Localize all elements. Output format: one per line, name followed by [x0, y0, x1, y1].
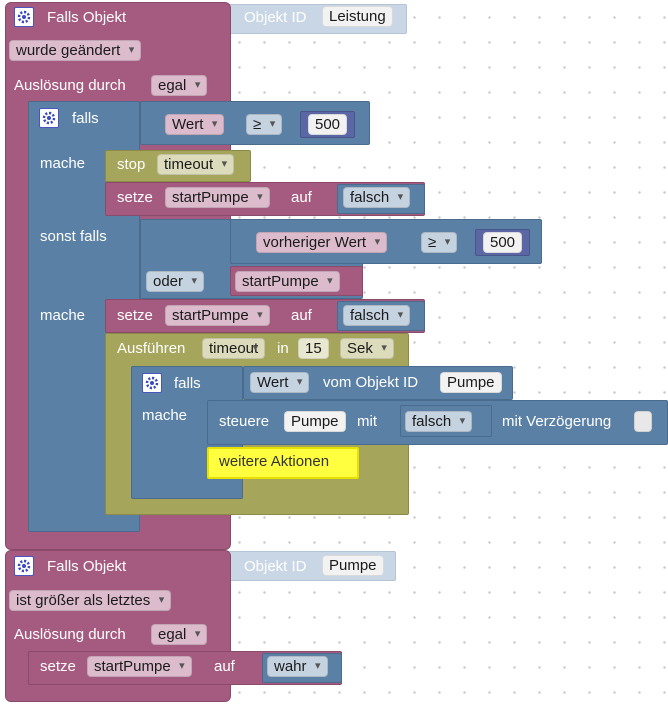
stop-label: stop [117, 156, 146, 173]
variable-dropdown[interactable]: startPumpe [165, 187, 270, 208]
if-label-2: falls [174, 375, 201, 392]
previous-value-dropdown[interactable]: vorheriger Wert [256, 232, 388, 253]
condition-dropdown[interactable]: wurde geändert [9, 40, 142, 61]
variable-dropdown-cond[interactable]: startPumpe [235, 271, 340, 292]
condition-dropdown-2[interactable]: ist größer als letztes [9, 590, 172, 611]
set-label-2: setze [117, 307, 153, 324]
operator-dropdown-2[interactable]: ≥ [421, 232, 458, 253]
trigger-label: Auslösung durch [14, 77, 126, 94]
set-label: setze [117, 189, 153, 206]
boolean-dropdown-2[interactable]: falsch [343, 305, 411, 326]
gear-icon[interactable] [39, 108, 59, 128]
variable-dropdown-2[interactable]: startPumpe [165, 305, 270, 326]
stop-timeout-dropdown[interactable]: timeout [157, 154, 235, 175]
trigger-dropdown[interactable]: egal [151, 75, 208, 96]
to-label-3: auf [214, 658, 235, 675]
to-label: auf [291, 189, 312, 206]
operator-dropdown[interactable]: ≥ [246, 114, 283, 135]
gear-icon[interactable] [14, 7, 34, 27]
comment-label: weitere Aktionen [219, 453, 330, 470]
to-label-2: auf [291, 307, 312, 324]
do-label: mache [40, 155, 86, 172]
delay-checkbox[interactable] [634, 411, 652, 432]
variable-dropdown-3[interactable]: startPumpe [87, 656, 192, 677]
object-id-label-2: Objekt ID [244, 558, 307, 575]
set-label-3: setze [40, 658, 76, 675]
boolean-dropdown-4[interactable]: wahr [267, 656, 328, 677]
object-id-label: Objekt ID [244, 9, 307, 26]
comment-block[interactable] [207, 447, 359, 479]
logic-operator-dropdown[interactable]: oder [146, 271, 205, 292]
object-id-field-2[interactable]: Pumpe [440, 372, 502, 393]
timeout-amount-field[interactable]: 15 [298, 338, 329, 359]
else-if-label: sonst falls [40, 228, 107, 245]
do-label-2: mache [40, 307, 86, 324]
trigger-dropdown-2[interactable]: egal [151, 624, 208, 645]
control-label: steuere [219, 413, 270, 430]
trigger-label-2: Auslösung durch [14, 626, 126, 643]
object-id-field[interactable]: Leistung [322, 6, 393, 27]
control-target-field[interactable]: Pumpe [284, 411, 346, 432]
with-label: mit [357, 413, 377, 430]
number-field[interactable]: 500 [308, 114, 348, 135]
event-block-title: Falls Objekt [47, 9, 127, 26]
timeout-unit-dropdown[interactable]: Sek [340, 338, 394, 359]
boolean-dropdown[interactable]: falsch [343, 187, 411, 208]
if-label: falls [72, 110, 99, 127]
timeout-name-field[interactable]: timeout [202, 338, 266, 359]
event-block-title-2: Falls Objekt [47, 558, 127, 575]
value-dropdown[interactable]: Wert [165, 114, 225, 135]
execute-label: Ausführen [117, 340, 186, 357]
in-label: in [277, 340, 289, 357]
gear-icon[interactable] [142, 373, 162, 393]
do-label-3: mache [142, 407, 188, 424]
number-field-2[interactable]: 500 [483, 232, 523, 253]
delay-label: mit Verzögerung [502, 413, 612, 430]
boolean-dropdown-3[interactable]: falsch [405, 411, 473, 432]
gear-icon[interactable] [14, 556, 34, 576]
value-dropdown-2[interactable]: Wert [250, 372, 310, 393]
object-id-field-3[interactable]: Pumpe [322, 555, 384, 576]
of-object-label: vom Objekt ID [323, 374, 419, 391]
